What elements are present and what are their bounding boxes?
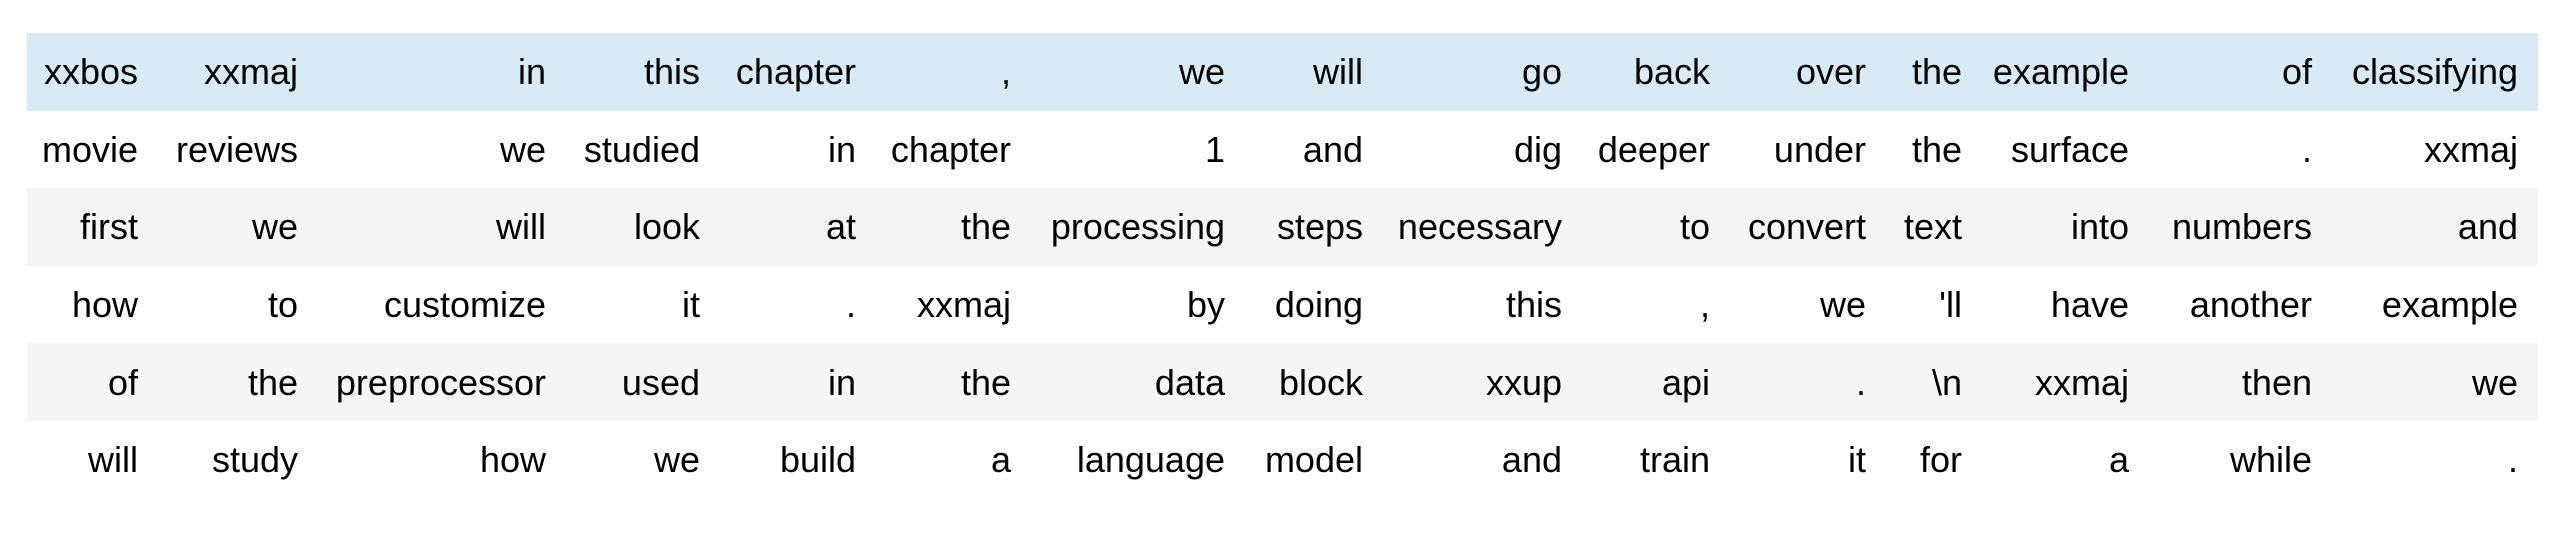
token-cell: language (1031, 420, 1245, 499)
token-cell: this (1383, 265, 1582, 344)
token-cell: studied (566, 110, 720, 189)
token-cell: while (2149, 420, 2332, 499)
token-cell: we (2332, 343, 2538, 421)
token-cell: how (318, 420, 566, 499)
token-cell: and (1383, 420, 1582, 499)
token-cell: of (2149, 33, 2332, 111)
token-cell: in (720, 343, 876, 421)
token-cell: study (158, 420, 318, 499)
token-cell: reviews (158, 110, 318, 189)
token-cell: in (318, 33, 566, 111)
token-cell: to (1582, 188, 1730, 266)
token-cell: will (27, 420, 158, 499)
token-cell: we (158, 188, 318, 266)
token-cell: under (1730, 110, 1886, 189)
token-cell: then (2149, 343, 2332, 421)
token-cell: xxbos (27, 33, 158, 111)
token-cell: block (1245, 343, 1383, 421)
token-cell: 'll (1886, 265, 1982, 344)
token-cell: doing (1245, 265, 1383, 344)
token-cell: xxmaj (158, 33, 318, 111)
token-cell: will (318, 188, 566, 266)
token-cell: over (1730, 33, 1886, 111)
token-cell: , (1582, 265, 1730, 344)
token-cell: and (1245, 110, 1383, 189)
token-cell: for (1886, 420, 1982, 499)
token-cell: deeper (1582, 110, 1730, 189)
token-cell: to (158, 265, 318, 344)
token-cell: go (1383, 33, 1582, 111)
token-cell: . (1730, 343, 1886, 421)
token-cell: dig (1383, 110, 1582, 189)
token-cell: text (1886, 188, 1982, 266)
token-cell: processing (1031, 188, 1245, 266)
token-cell: movie (27, 110, 158, 189)
token-cell: we (1031, 33, 1245, 111)
token-cell: . (2332, 420, 2538, 499)
token-cell: the (1886, 110, 1982, 189)
token-cell: and (2332, 188, 2538, 266)
token-cell: of (27, 343, 158, 421)
token-cell: back (1582, 33, 1730, 111)
token-cell: in (720, 110, 876, 189)
token-cell: , (876, 33, 1031, 111)
token-cell: xxmaj (876, 265, 1031, 344)
token-cell: a (876, 420, 1031, 499)
token-cell: used (566, 343, 720, 421)
token-cell: example (2332, 265, 2538, 344)
token-cell: api (1582, 343, 1730, 421)
token-cell: model (1245, 420, 1383, 499)
token-cell: xxup (1383, 343, 1582, 421)
token-cell: the (158, 343, 318, 421)
token-cell: we (1730, 265, 1886, 344)
token-cell: build (720, 420, 876, 499)
token-cell: by (1031, 265, 1245, 344)
token-cell: \n (1886, 343, 1982, 421)
token-cell: convert (1730, 188, 1886, 266)
token-cell: steps (1245, 188, 1383, 266)
token-cell: preprocessor (318, 343, 566, 421)
token-cell: a (1982, 420, 2149, 499)
token-cell: xxmaj (1982, 343, 2149, 421)
token-cell: the (876, 343, 1031, 421)
token-cell: customize (318, 265, 566, 344)
token-cell: look (566, 188, 720, 266)
token-cell: the (876, 188, 1031, 266)
token-cell: necessary (1383, 188, 1582, 266)
token-cell: the (1886, 33, 1982, 111)
token-cell: data (1031, 343, 1245, 421)
token-cell: chapter (720, 33, 876, 111)
token-cell: xxmaj (2332, 110, 2538, 189)
token-cell: 1 (1031, 110, 1245, 189)
token-cell: another (2149, 265, 2332, 344)
token-cell: at (720, 188, 876, 266)
token-cell: example (1982, 33, 2149, 111)
token-cell: classifying (2332, 33, 2538, 111)
token-cell: how (27, 265, 158, 344)
token-cell: surface (1982, 110, 2149, 189)
token-cell: we (566, 420, 720, 499)
token-cell: chapter (876, 110, 1031, 189)
token-cell: . (720, 265, 876, 344)
token-cell: first (27, 188, 158, 266)
token-cell: it (566, 265, 720, 344)
token-cell: . (2149, 110, 2332, 189)
token-cell: numbers (2149, 188, 2332, 266)
token-cell: we (318, 110, 566, 189)
token-cell: have (1982, 265, 2149, 344)
token-cell: it (1730, 420, 1886, 499)
token-cell: into (1982, 188, 2149, 266)
token-cell: train (1582, 420, 1730, 499)
token-cell: will (1245, 33, 1383, 111)
token-cell: this (566, 33, 720, 111)
